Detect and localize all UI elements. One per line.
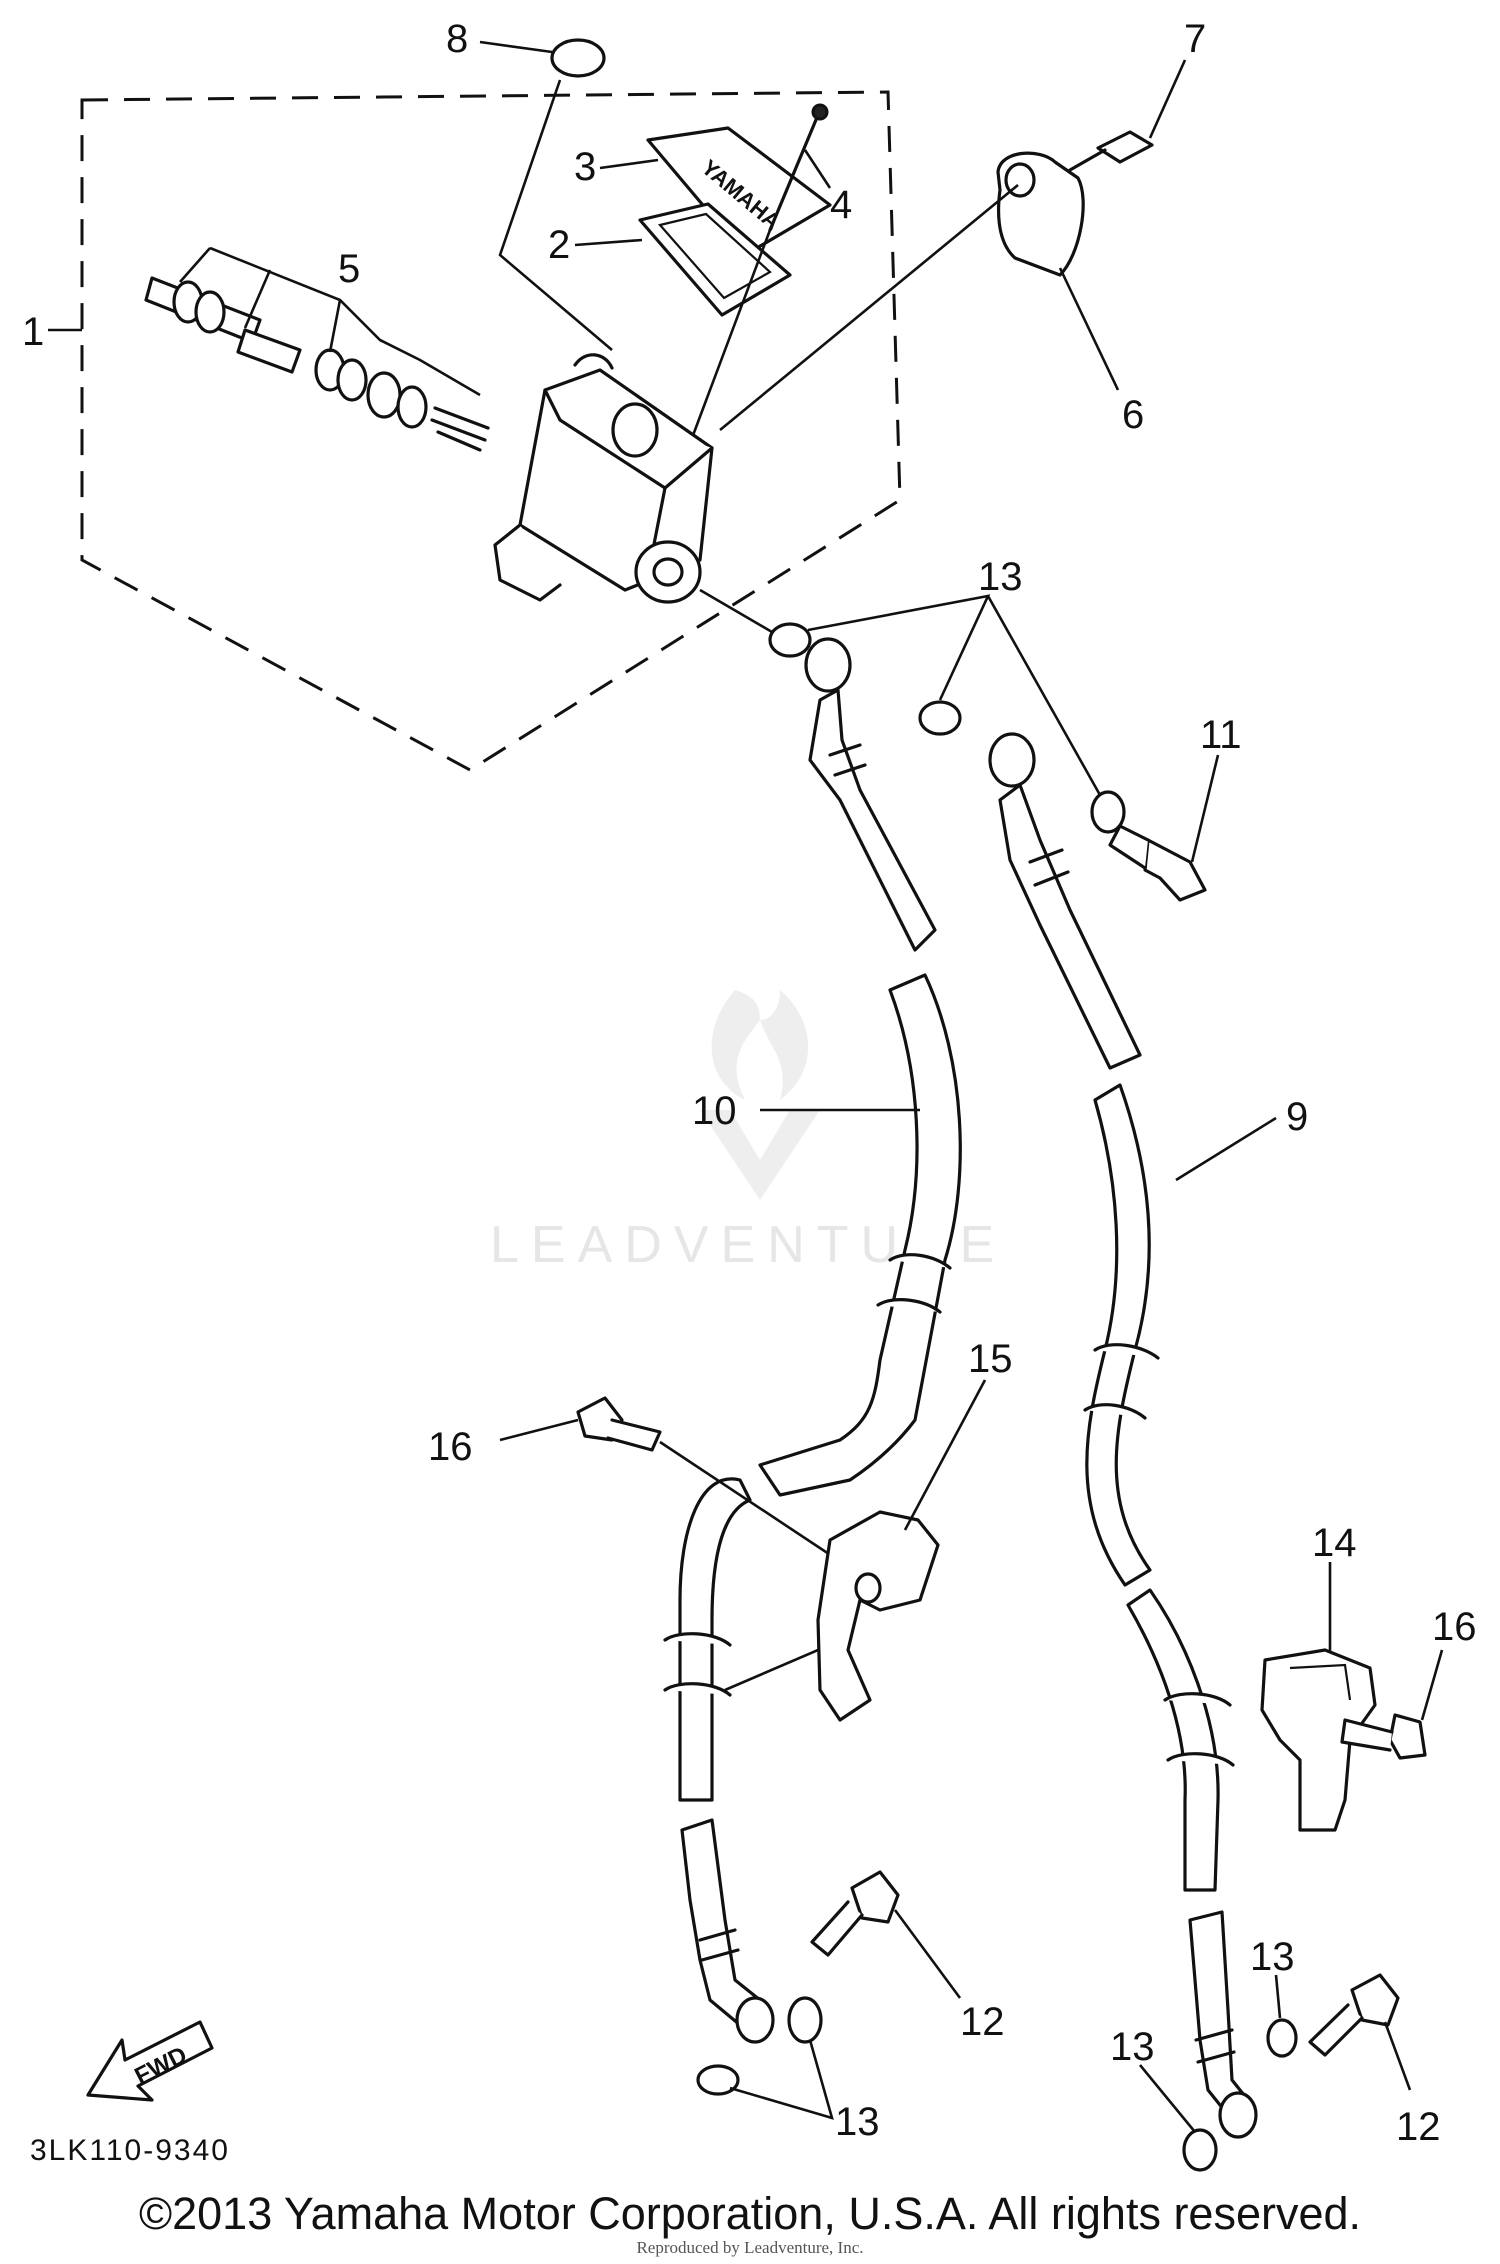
callout-5: 5 [338, 247, 360, 291]
part-13-washer-f [1266, 2018, 1298, 2058]
washer-guide [699, 588, 773, 634]
part-14-bracket [1260, 1648, 1377, 1832]
bolt-guide-left [659, 1440, 839, 1562]
diagram-code: 3LK110-9340 [30, 2134, 230, 2167]
holder-guide [719, 183, 1019, 432]
leader-15 [903, 1379, 987, 1531]
part-12-bolt-left [850, 1870, 900, 1924]
leader-4 [803, 149, 832, 189]
callout-1: 1 [22, 310, 44, 354]
leader-16b [1420, 1649, 1444, 1721]
part-7-bolt-shaft [1068, 148, 1107, 172]
leader-13a2 [986, 595, 1102, 796]
part-15-clamp [816, 1510, 940, 1722]
part-13-washer-e [696, 2064, 740, 2096]
part-5-piston-kit [144, 276, 490, 452]
part-11-bolt-thread [1108, 824, 1150, 870]
callout-6: 6 [1122, 393, 1144, 437]
callout-2: 2 [548, 223, 570, 267]
callout-7: 7 [1184, 17, 1206, 61]
callout-15: 15 [968, 1337, 1013, 1381]
callout-4: 4 [830, 183, 852, 227]
fwd-arrow-icon: FWD [86, 2020, 214, 2102]
leader-3 [599, 158, 659, 170]
part-13-washer-c [1090, 790, 1126, 834]
part-13-washer-b [918, 700, 962, 736]
part-12-bolt-right [1350, 1973, 1400, 2027]
part-13-washer-d [787, 1996, 823, 2044]
callout-9: 9 [1286, 1095, 1308, 1139]
part-4-screw [768, 113, 820, 232]
part-10-brake-hose [663, 637, 962, 2044]
reproduced-by-notice: Reproduced by Leadventure, Inc. [636, 2238, 864, 2257]
part-9-brake-hose [988, 732, 1258, 2139]
callout-13b: 13 [835, 2100, 880, 2144]
leader-9 [1175, 1116, 1277, 1182]
leader-6 [1058, 267, 1120, 391]
leader-12a [893, 1909, 962, 1999]
part-8-cap [550, 38, 606, 78]
clamp-hole [854, 1572, 882, 1604]
callout-10: 10 [692, 1089, 737, 1133]
screw-guide [678, 229, 772, 471]
leader-16a [499, 1418, 579, 1442]
callout-12a: 12 [960, 2000, 1005, 2044]
master-cylinder-assembly-boundary [80, 90, 902, 772]
callout-12b: 12 [1396, 2105, 1441, 2149]
leader-5 [209, 246, 481, 397]
leader-13b [729, 2039, 834, 2120]
callout-16a: 16 [428, 1425, 473, 1469]
part-13-washer-a [768, 622, 812, 658]
bracket-detail [1289, 1663, 1352, 1701]
leader-2 [574, 238, 643, 247]
part-16-bolt-right [1388, 1713, 1427, 1760]
part-12-bolt-left-thread [810, 1900, 864, 1957]
part-11-bolt [1143, 838, 1207, 902]
part-12-bolt-right-thread [1308, 2003, 1364, 2057]
leader-8 [479, 40, 553, 54]
leader-5c [328, 299, 342, 353]
clamp-guide [724, 1648, 819, 1692]
callout-3: 3 [574, 145, 596, 189]
callout-16b: 16 [1432, 1605, 1477, 1649]
leader-13c [1274, 1974, 1282, 2019]
part-2-diaphragm [638, 202, 792, 317]
leader-5a [179, 247, 211, 283]
leader-5b [243, 269, 272, 329]
copyright-notice: ©2013 Yamaha Motor Corporation, U.S.A. A… [138, 2188, 1362, 2239]
leader-12b [1383, 2021, 1412, 2091]
part-16-bolt-right-thread [1340, 1718, 1394, 1752]
leader-11 [1190, 754, 1220, 863]
part-4-screw-head [811, 103, 829, 121]
callout-14: 14 [1312, 1521, 1357, 1565]
part-16-bolt-left-thread [606, 1418, 662, 1452]
part-13-washer-g [1182, 2128, 1218, 2172]
callout-13a: 13 [978, 555, 1023, 599]
leader-7 [1148, 59, 1187, 139]
leader-13d [1138, 2064, 1197, 2133]
callout-8: 8 [446, 17, 468, 61]
diaphragm-inner [657, 212, 772, 300]
master-cylinder-body [493, 353, 714, 604]
part-7-bolt [1096, 130, 1154, 164]
watermark-logo-icon [700, 990, 820, 1200]
callout-13d: 13 [1110, 2025, 1155, 2069]
callout-13c: 13 [1250, 1935, 1295, 1979]
cap-to-body-guide [498, 79, 613, 351]
callout-11: 11 [1200, 713, 1242, 757]
